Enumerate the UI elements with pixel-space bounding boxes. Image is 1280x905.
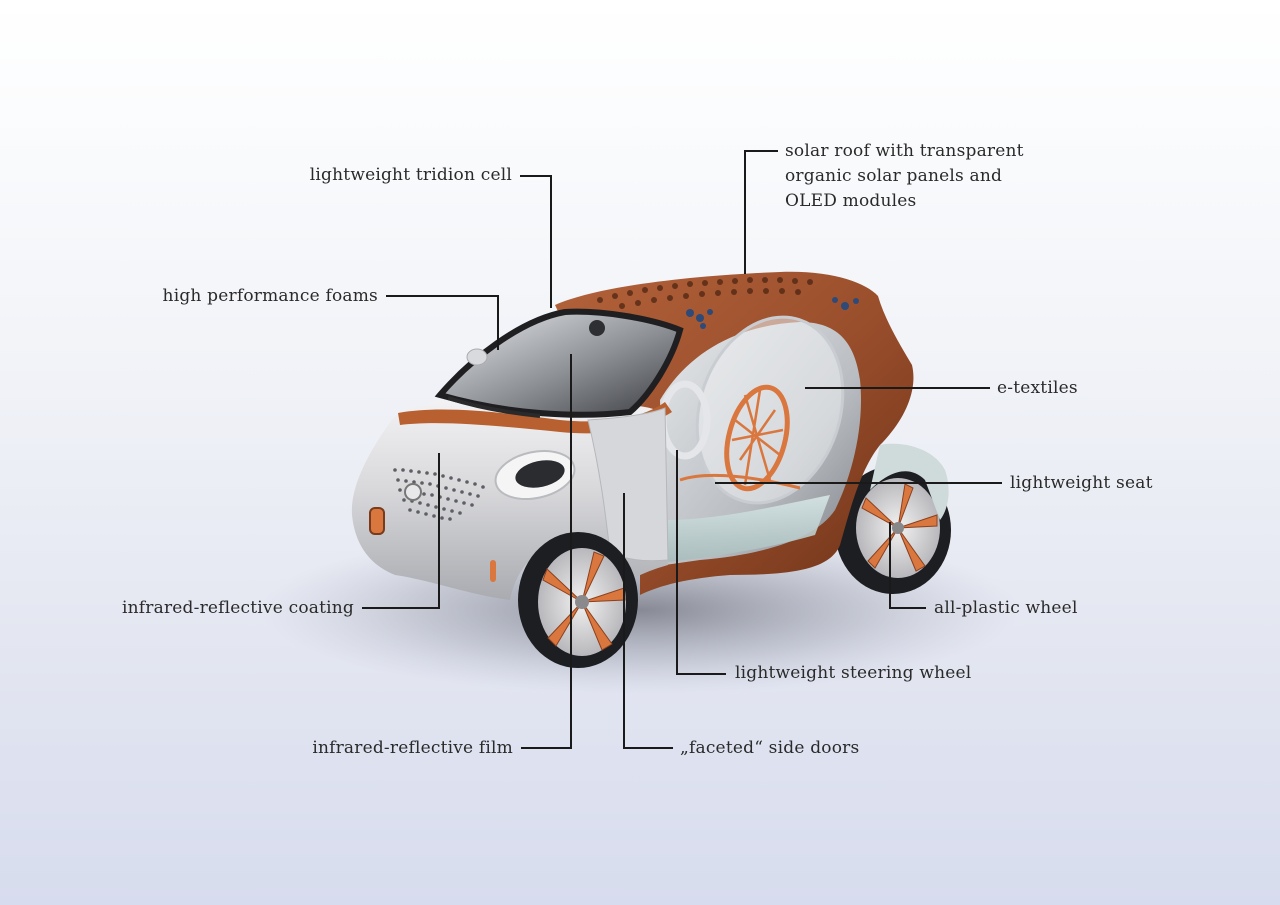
fog-light [369, 507, 385, 535]
leader-line-steering-wheel [676, 450, 726, 675]
side-mirror [466, 348, 488, 366]
seat-lattice [724, 384, 790, 492]
oled-modules [686, 297, 859, 329]
callout-infrared-coating: infrared-reflective coating [122, 598, 354, 618]
brand-badge [404, 483, 422, 501]
callout-faceted-side-doors: „faceted“ side doors [680, 738, 860, 758]
solar-roof-pattern [597, 277, 813, 309]
seat-base [679, 473, 801, 490]
callout-e-textiles: e-textiles [997, 378, 1078, 398]
windshield [434, 308, 684, 418]
leader-line-plastic-wheel [889, 522, 926, 609]
leader-line-side-doors [623, 493, 673, 749]
seat-lattice-struts [731, 389, 784, 486]
headlight-lens [515, 460, 565, 488]
callout-infrared-film: infrared-reflective film [312, 738, 513, 758]
callout-high-performance-foams: high performance foams [162, 286, 378, 306]
front-wheel [518, 532, 638, 668]
leader-line-foams [386, 295, 499, 350]
leader-lines [362, 150, 1002, 749]
leader-line-ir-film [521, 354, 572, 749]
side-door-panel [587, 407, 669, 562]
wiper [447, 396, 541, 418]
callout-all-plastic-wheel: all-plastic wheel [934, 598, 1078, 618]
seat-shell [695, 315, 845, 505]
callout-tridion-cell: lightweight tridion cell [309, 165, 512, 185]
leader-line-tridion-cell [520, 175, 552, 308]
rear-fender [870, 443, 949, 520]
side-indicator [490, 560, 496, 582]
leader-line-coating [362, 453, 440, 609]
rear-view-mirror [589, 320, 605, 336]
callout-solar-roof: solar roof with transparent organic sola… [785, 141, 1024, 211]
interior-floor [668, 495, 830, 562]
callout-lightweight-seat: lightweight seat [1010, 473, 1153, 493]
rear-wheel [835, 466, 951, 594]
callout-steering-wheel: lightweight steering wheel [735, 663, 972, 683]
leader-line-solar-roof [744, 150, 778, 274]
